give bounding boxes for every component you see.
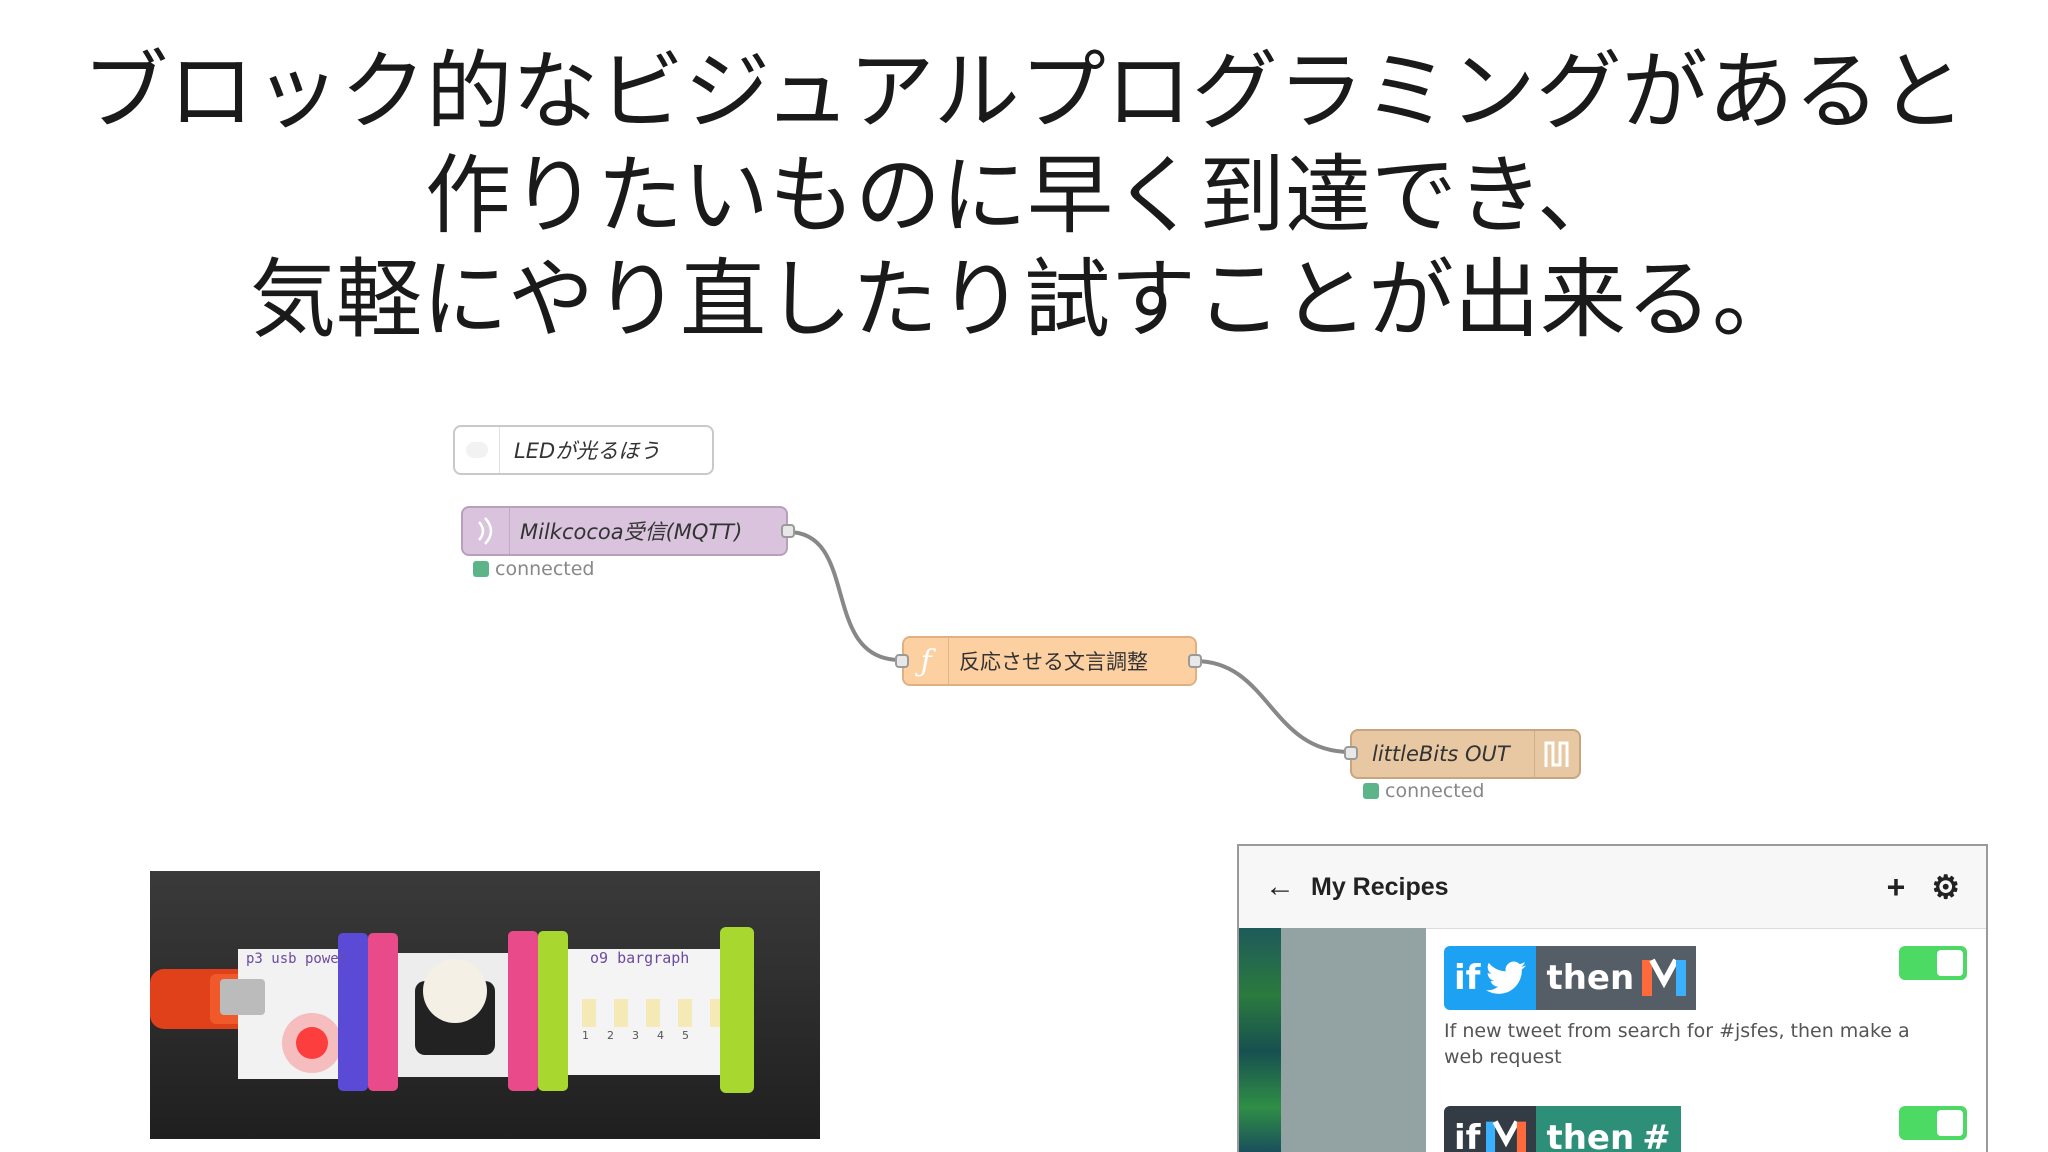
output-port[interactable] <box>781 524 795 538</box>
comment-label: LEDが光るほう <box>514 439 661 463</box>
wire-2 <box>1194 659 1351 754</box>
plus-icon[interactable]: + <box>1886 868 1906 905</box>
twitter-icon <box>1486 961 1527 994</box>
status-dot <box>1363 783 1379 799</box>
recipe-badge[interactable]: if then <box>1444 946 1704 1010</box>
status-dot <box>473 561 489 577</box>
comment-node[interactable]: LEDが光るほう <box>453 425 714 475</box>
ifttt-sidebar <box>1239 928 1426 1152</box>
if-text: if <box>1454 958 1481 998</box>
bar-number: 5 <box>682 1029 689 1042</box>
ifttt-title: My Recipes <box>1311 872 1449 901</box>
output-port[interactable] <box>1188 654 1202 668</box>
recipe-toggle[interactable] <box>1899 946 1967 980</box>
milkcocoa-label: Milkcocoa受信(MQTT) <box>520 520 743 544</box>
slide-title: ブロック的なビジュアルプログラミングがあると 作りたいものに早く到達でき、 気軽… <box>0 40 2048 352</box>
recipe-trigger: if <box>1444 1106 1537 1152</box>
then-text: then <box>1546 958 1635 998</box>
function-node[interactable]: ƒ 反応させる文言調整 <box>902 636 1197 686</box>
littlebits-label: littleBits OUT <box>1372 742 1510 766</box>
bargraph-label: o9 bargraph <box>590 949 690 967</box>
recipe-badge[interactable]: if then # <box>1444 1106 1704 1152</box>
recipe-trigger: if <box>1444 946 1537 1010</box>
recipe-action: then <box>1536 946 1697 1010</box>
gear-icon[interactable]: ⚙ <box>1931 869 1960 905</box>
arrow-left-icon[interactable]: ← <box>1265 870 1295 903</box>
function-label: 反応させる文言調整 <box>959 650 1148 674</box>
slack-icon: # <box>1642 1118 1671 1152</box>
comment-icon <box>455 427 500 473</box>
function-icon: ƒ <box>904 638 949 684</box>
recipe-action: then # <box>1536 1106 1681 1152</box>
title-line: 作りたいものに早く到達でき、 <box>425 146 1623 246</box>
bar-numbers: 1 2 3 4 5 <box>582 1029 689 1042</box>
littlebits-photo: p3 usb power o9 bargraph 1 2 3 4 5 <box>150 871 820 1139</box>
recipe-description: If new tweet from search for #jsfes, the… <box>1444 1020 1910 1068</box>
littlebits-out-node[interactable]: littleBits OUT <box>1350 729 1581 779</box>
input-port[interactable] <box>895 654 909 668</box>
milkcocoa-status: connected <box>473 558 595 580</box>
recipe-badge-clip: if then # <box>1444 1106 1704 1152</box>
bar-number: 4 <box>657 1029 664 1042</box>
maker-icon <box>1486 1120 1527 1152</box>
ifttt-toolbar: ← My Recipes + ⚙ <box>1239 846 1986 929</box>
recipe-toggle[interactable] <box>1899 1106 1967 1140</box>
status-text: connected <box>1385 780 1485 802</box>
pulse-icon <box>1534 731 1579 777</box>
then-text: then <box>1546 1118 1635 1152</box>
bar-number: 3 <box>632 1029 639 1042</box>
wire-1 <box>787 530 901 662</box>
bar-number: 2 <box>607 1029 614 1042</box>
maker-icon <box>1642 958 1687 996</box>
milkcocoa-node[interactable]: Milkcocoa受信(MQTT) <box>461 506 788 556</box>
status-text: connected <box>495 558 595 580</box>
littlebits-circuit-image <box>150 927 754 1093</box>
input-port[interactable] <box>1344 746 1358 760</box>
title-line: ブロック的なビジュアルプログラミングがあると <box>82 42 1966 142</box>
ifttt-recipes-panel: ← My Recipes + ⚙ <box>1237 844 1988 1152</box>
background-image <box>1239 928 1281 1152</box>
wireless-icon <box>463 508 510 554</box>
littlebits-status: connected <box>1363 780 1485 802</box>
title-line: 気軽にやり直したり試すことが出来る。 <box>250 250 1798 350</box>
usb-power-label: p3 usb power <box>246 951 348 967</box>
bar-number: 1 <box>582 1029 589 1042</box>
if-text: if <box>1454 1118 1481 1152</box>
